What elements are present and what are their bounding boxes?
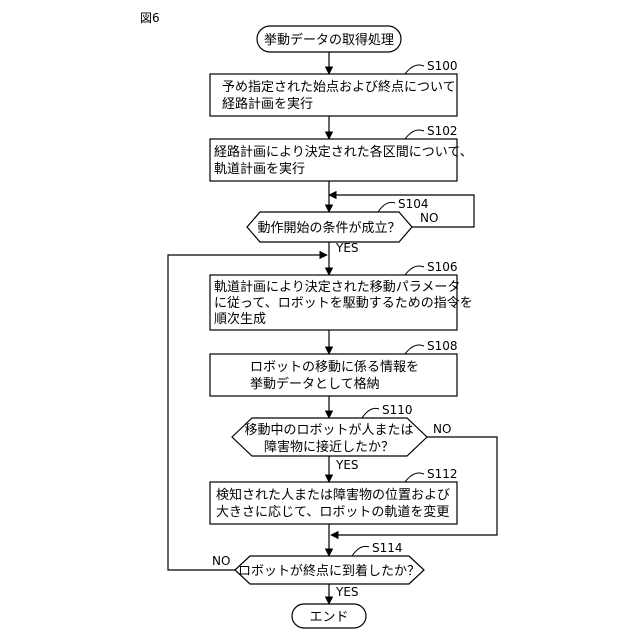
s114-no-label: NO — [212, 554, 230, 568]
s100-line-1: 予め指定された始点および終点について — [222, 79, 456, 95]
step-leader — [405, 345, 424, 354]
step-label-s112: S112 — [427, 467, 458, 481]
s104-no-label: NO — [420, 211, 438, 225]
s110-line-2: 障害物に接近したか？ — [264, 439, 394, 455]
s112-line-2: 大きさに応じて、ロボットの軌道を変更 — [216, 504, 449, 520]
s102-line-1: 経路計画により決定された各区間について、 — [214, 144, 473, 160]
s114-yes-label: YES — [335, 585, 359, 599]
s106-line-3: 順次生成 — [214, 311, 266, 327]
step-leader — [405, 65, 424, 74]
s104-text: 動作開始の条件が成立？ — [257, 220, 400, 236]
s110-yes-label: YES — [335, 458, 359, 472]
step-leader — [378, 202, 395, 212]
s106-line-1: 軌道計画により決定された移動パラメータ — [214, 279, 460, 295]
s110-no-label: NO — [433, 422, 451, 436]
figure-label: 図6 — [140, 11, 160, 25]
step-label-s114: S114 — [372, 541, 403, 555]
step-label-s106: S106 — [427, 260, 458, 274]
start-label: 挙動データの取得処理 — [264, 32, 394, 48]
step-leader — [405, 130, 424, 139]
step-label-s104: S104 — [398, 197, 429, 211]
step-label-s100: S100 — [427, 59, 458, 73]
s102-line-2: 軌道計画を実行 — [214, 161, 305, 177]
s108-line-1: ロボットの移動に係る情報を — [250, 360, 419, 375]
s108-line-2: 挙動データとして格納 — [250, 376, 380, 392]
s112-line-1: 検知された人または障害物の位置および — [216, 487, 450, 503]
end-label: エンド — [309, 610, 348, 625]
s100-line-2: 経路計画を実行 — [222, 96, 313, 112]
step-leader — [352, 546, 369, 556]
step-leader — [362, 408, 379, 418]
step-leader — [405, 266, 424, 275]
step-label-s110: S110 — [382, 403, 413, 417]
step-leader — [405, 473, 424, 482]
s106-line-2: に従って、ロボットを駆動するための指令を — [214, 296, 473, 311]
s104-yes-label: YES — [335, 241, 359, 255]
s110-line-1: 移動中のロボットが人または — [244, 423, 413, 438]
step-label-s102: S102 — [427, 124, 458, 138]
step-label-s108: S108 — [427, 339, 458, 353]
s114-text: ロボットが終点に到着したか？ — [238, 563, 420, 579]
